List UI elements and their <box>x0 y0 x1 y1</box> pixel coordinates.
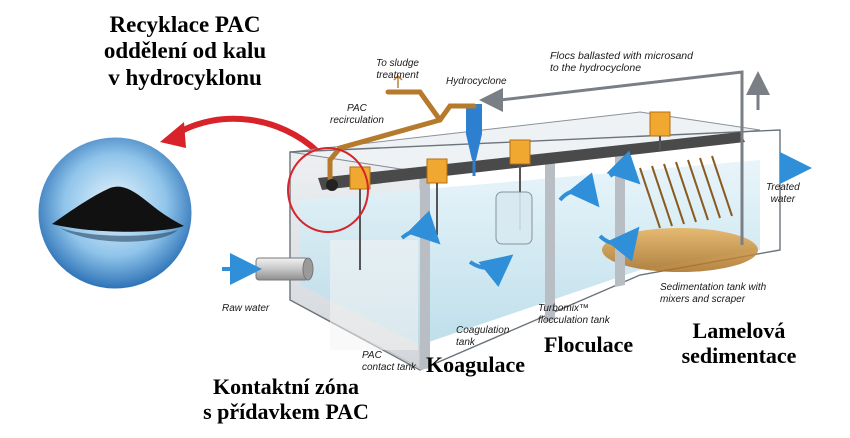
title-line-3: v hydrocyklonu <box>108 64 262 90</box>
raw-water-label: Raw water <box>222 303 270 314</box>
treated-line-1: Treated <box>766 182 800 193</box>
raw-water-inlet <box>222 253 314 285</box>
lamella-line-1: Lamelová <box>692 318 786 343</box>
pac-contact-tank-label: PAC contact tank <box>362 350 416 373</box>
pac-recirc-line-2: recirculation <box>330 114 384 126</box>
coagulation-label: Koagulace <box>426 352 525 377</box>
flocs-return-line <box>479 70 770 245</box>
coag-line-1: Coagulation <box>456 325 510 336</box>
flocs-line-1: Flocs ballasted with microsand <box>550 50 693 62</box>
motor-sedimentation <box>649 111 671 150</box>
sedimentation-tank-label: Sedimentation tank with mixers and scrap… <box>660 282 766 305</box>
lamella-line-2: sedimentace <box>681 343 797 369</box>
to-sludge-line-2: treatment <box>376 69 419 81</box>
coag-line-2: tank <box>456 336 475 348</box>
to-sludge-line-1: To sludge <box>376 58 419 69</box>
treated-line-2: water <box>770 193 796 205</box>
hydrocyclone <box>466 104 482 176</box>
contact-line-1: Kontaktní zóna <box>212 374 360 399</box>
lamella-plates <box>639 155 733 229</box>
coagulation-tank-label: Coagulation tank <box>456 325 509 348</box>
pac-contact-line-2: contact tank <box>362 361 416 373</box>
pac-highlight-circle <box>287 147 369 233</box>
flocculation-label: Floculace <box>544 332 634 357</box>
lamella-label: Lamelová sedimentace <box>664 318 814 369</box>
title-line-2: oddělení od kalu <box>103 38 267 64</box>
treatment-tank <box>289 111 781 371</box>
pac-carbon-image <box>35 134 195 292</box>
flocs-label: Flocs ballasted with microsand to the hy… <box>550 50 693 74</box>
sludge-arrows <box>393 75 403 88</box>
pac-recirculation-pipes <box>327 89 477 181</box>
title-line-1: Recyklace PAC <box>109 12 261 37</box>
internal-flow-arrows <box>400 150 641 287</box>
to-sludge-label: To sludge treatment <box>376 58 419 81</box>
turbomix-line-1: Turbomix™ <box>538 303 589 314</box>
contact-line-2: s přídavkem PAC <box>203 399 369 425</box>
pac-recirculation-label: PAC recirculation <box>330 103 384 126</box>
pac-contact-line-1: PAC <box>362 350 382 361</box>
flocs-line-2: to the hydrocyclone <box>550 62 642 75</box>
sed-line-1: Sedimentation tank with <box>660 282 767 293</box>
sed-line-2: mixers and scraper <box>660 293 746 305</box>
draft-tube <box>495 191 533 245</box>
title-block: Recyklace PAC oddělení od kalu v hydrocy… <box>80 12 290 91</box>
contact-zone-label: Kontaktní zóna s přídavkem PAC <box>186 374 386 425</box>
top-gantry <box>318 132 745 190</box>
treated-water-label: Treated water <box>766 182 800 205</box>
turbomix-label: Turbomix™ flocculation tank <box>538 303 610 326</box>
pac-recirc-line-1: PAC <box>347 103 367 114</box>
turbomix-line-2: flocculation tank <box>538 314 610 326</box>
hydrocyclone-label: Hydrocyclone <box>446 76 507 87</box>
recirculation-red-arrow <box>160 115 321 155</box>
